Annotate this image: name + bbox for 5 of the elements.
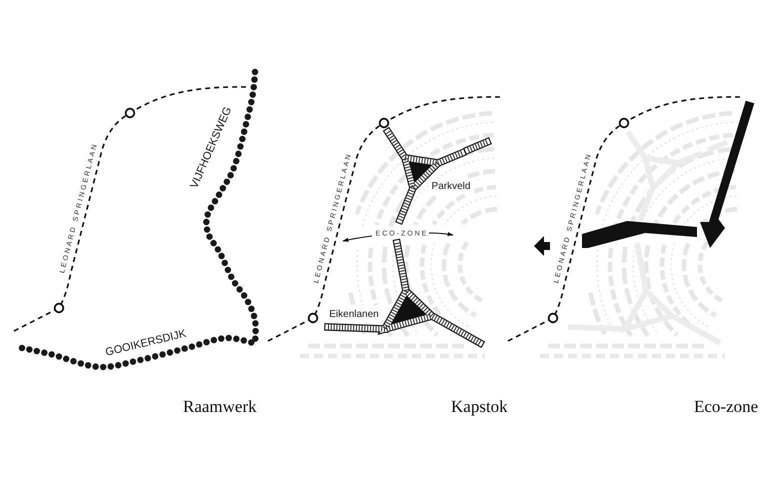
place-label: Eikenlanen xyxy=(329,310,379,320)
panel-caption: Kapstok xyxy=(451,398,508,416)
panel-caption: Raamwerk xyxy=(183,398,257,416)
panel-caption: Eco-zone xyxy=(694,398,758,416)
place-label: Parkveld xyxy=(432,182,470,192)
